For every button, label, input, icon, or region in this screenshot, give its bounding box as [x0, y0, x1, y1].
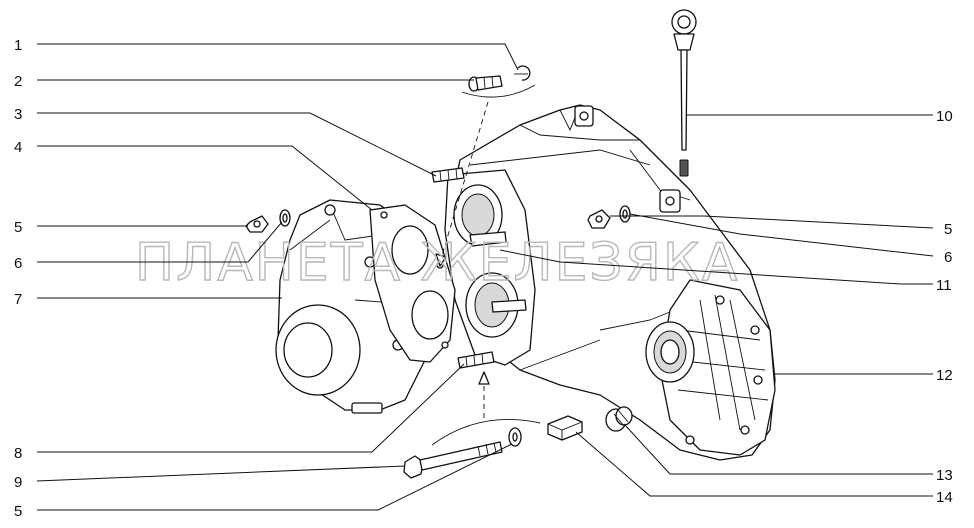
leader-6b — [629, 213, 934, 257]
breather-block — [547, 415, 583, 441]
callout-6a: 6 — [14, 255, 22, 272]
callout-5b: 5 — [14, 503, 22, 520]
dipstick — [671, 9, 697, 177]
nut-left — [245, 215, 269, 233]
callout-7: 7 — [14, 291, 22, 308]
callout-14: 14 — [936, 489, 953, 506]
callout-2: 2 — [14, 73, 22, 90]
drain-plug — [605, 406, 633, 432]
leader-9 — [36, 465, 406, 482]
callout-5a: 5 — [14, 219, 22, 236]
assembly-arc-upper — [461, 84, 536, 98]
callout-3: 3 — [14, 106, 22, 123]
stud-upper — [431, 167, 465, 183]
leader-5b — [37, 443, 513, 511]
callouts-left: 1 2 3 4 5 6 7 8 9 5 — [14, 37, 22, 520]
leader-lines — [36, 43, 934, 511]
callout-8: 8 — [14, 445, 22, 462]
callout-9: 9 — [14, 474, 22, 491]
callouts-right: 10 5 6 11 12 13 14 — [936, 108, 953, 506]
stud-middle-1 — [469, 231, 507, 247]
callout-6b: 6 — [944, 249, 952, 266]
long-bolt — [403, 441, 503, 479]
nut-right — [587, 209, 611, 229]
washer-left — [279, 209, 291, 227]
leader-6a — [37, 221, 283, 263]
leader-11 — [499, 249, 933, 285]
leader-8 — [37, 363, 465, 453]
callout-4: 4 — [14, 139, 22, 156]
gasket — [369, 204, 456, 363]
leader-14 — [575, 431, 933, 497]
callout-12: 12 — [936, 367, 953, 384]
clip — [514, 65, 531, 81]
assembly-arrow-upper — [435, 253, 447, 267]
washer-right — [619, 205, 631, 223]
callout-10: 10 — [936, 108, 953, 125]
assembly-arrow-lower — [478, 371, 490, 385]
callout-5c: 5 — [944, 221, 952, 238]
screw — [468, 75, 503, 92]
washer-lower — [508, 427, 522, 447]
leader-13 — [623, 423, 933, 475]
transfer-case-housing — [444, 104, 776, 461]
leader-3 — [37, 112, 437, 177]
assembly-line-upper — [439, 101, 489, 263]
leader-1 — [37, 43, 519, 71]
stud-middle-2 — [491, 299, 527, 313]
watermark-text: ПЛАНЕТА ЖЕЛЕЗЯКА — [135, 233, 739, 293]
callout-13: 13 — [936, 467, 953, 484]
assembly-arc-lower — [431, 419, 541, 446]
stud-lower — [457, 351, 495, 369]
callout-11: 11 — [936, 277, 952, 294]
callout-1: 1 — [14, 37, 22, 54]
leader-4 — [37, 145, 373, 211]
